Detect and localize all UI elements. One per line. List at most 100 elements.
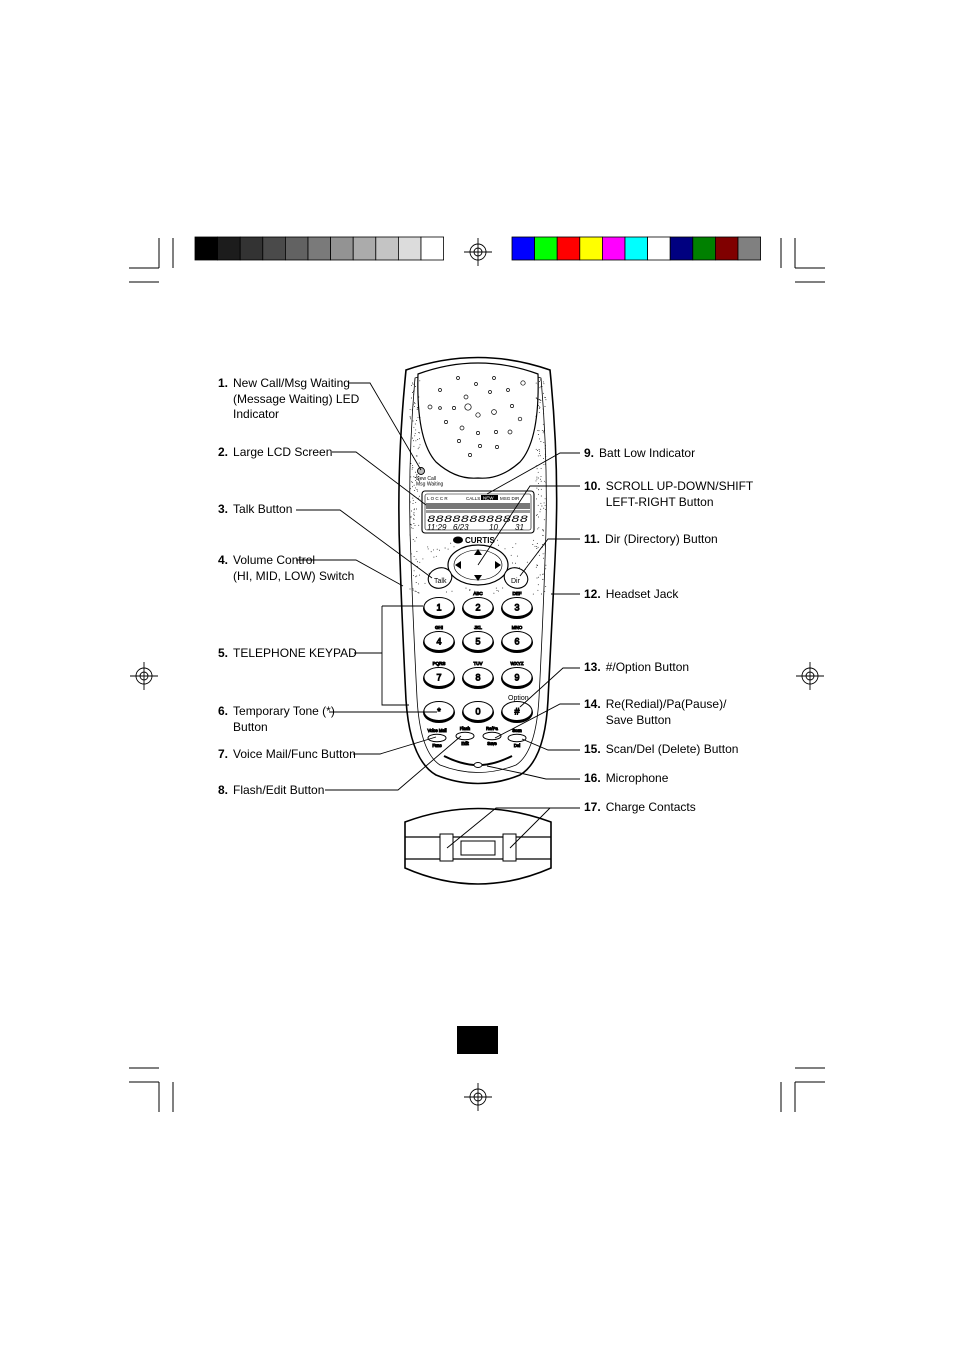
lcd-new-label: NEW (483, 496, 494, 501)
func-top-label: Flash (460, 726, 471, 731)
callout-7: 7.Voice Mail/Func Button (218, 747, 356, 761)
func-bottom-label: Del (514, 743, 520, 748)
lcd-inner (424, 493, 532, 531)
speaker-hole (475, 412, 481, 418)
key-1[interactable]: 1 (423, 597, 455, 620)
callout-4: 4.Volume Control (HI, MID, LOW) Switch (218, 553, 355, 583)
key-digit: 7 (436, 673, 441, 683)
calibration-swatch (669, 236, 694, 261)
speaker-hole (510, 404, 514, 408)
key-4[interactable]: 4 GHI (423, 625, 455, 653)
callout-17: 17.Charge Contacts (584, 800, 696, 814)
speaker-hole (438, 406, 442, 410)
key-letters: GHI (435, 625, 443, 630)
key-digit: 1 (436, 603, 441, 613)
brand-logo (453, 536, 463, 544)
option-label: Option (508, 695, 529, 702)
key-letters: PQRS (433, 661, 446, 666)
calibration-swatch (239, 236, 264, 261)
callout-9: 9.Batt Low Indicator (584, 446, 696, 460)
charge-contact-right (502, 833, 517, 862)
speaker-hole (506, 388, 510, 392)
func-top-label: Scan (512, 728, 522, 733)
lcd-msg-label: MSG DIR (500, 496, 520, 501)
callout-6: 6.Temporary Tone (*) Button (218, 704, 335, 734)
color-calibration-bar (511, 236, 762, 261)
scroll-down-icon (474, 575, 482, 581)
calibration-swatch (692, 236, 716, 261)
callout-1: 1.New Call/Msg Waiting (Message Waiting)… (218, 376, 360, 421)
func-top-label: Voice Mail (427, 728, 446, 733)
lcd-count: 10 (489, 523, 498, 532)
key-star[interactable]: * (423, 701, 455, 724)
key-digit: 9 (514, 673, 519, 683)
speaker-hole (464, 403, 472, 411)
scroll-up-icon (474, 549, 482, 555)
speaker-hole (491, 409, 497, 415)
speaker-hole (438, 388, 442, 392)
calibration-swatch (579, 236, 603, 261)
talk-label: Talk (434, 578, 447, 585)
key-7[interactable]: 7 PQRS (423, 661, 455, 689)
key-letters: ABC (473, 591, 483, 596)
speaker-hole (459, 425, 465, 431)
shift-right-icon (495, 561, 501, 569)
leader-lines (296, 382, 580, 849)
speaker-hole (488, 390, 492, 394)
speaker-hole (463, 394, 469, 400)
lcd-digits: 888888888888 (427, 514, 528, 526)
speaker-hole (474, 382, 478, 386)
calibration-swatch (420, 236, 445, 261)
lcd-top-row: L O C C R (427, 496, 448, 501)
key-9[interactable]: 9 WXYZ (501, 661, 533, 689)
func-bottom-label: Edit (461, 741, 469, 746)
speaker-hole (456, 376, 460, 380)
key-letters: WXYZ (511, 661, 524, 666)
callout-3: 3.Talk Button (218, 502, 293, 516)
calibration-swatch (534, 236, 558, 261)
key-hash[interactable]: # (501, 701, 533, 724)
registration-mark (130, 662, 158, 690)
speaker-hole (452, 406, 456, 410)
key-letters: JKL (474, 625, 482, 630)
led-label: New Call Msg Waiting (416, 476, 444, 488)
callout-8: 8.Flash/Edit Button (218, 783, 325, 797)
calibration-swatch (194, 236, 219, 261)
key-0[interactable]: 0 (462, 701, 494, 724)
registration-mark (464, 238, 492, 266)
callout-11: 11.Dir (Directory) Button (584, 532, 718, 546)
registration-mark (464, 1083, 492, 1111)
base-window (460, 840, 496, 856)
dir-label: Dir (511, 578, 521, 585)
speaker-hole (517, 416, 523, 422)
shift-left-icon (455, 561, 461, 569)
func-bottom-label: Save (487, 741, 497, 746)
key-digit: 6 (514, 637, 519, 647)
key-digit: 2 (475, 603, 480, 613)
calibration-swatch (715, 236, 739, 261)
callout-15: 15.Scan/Del (Delete) Button (584, 742, 739, 756)
key-letters: DEF (513, 591, 522, 596)
lcd-calls-label: CALLS (466, 496, 480, 501)
calibration-swatch (511, 236, 536, 261)
gray-calibration-bar (194, 236, 445, 261)
speaker-holes (427, 376, 526, 457)
charger-base (404, 807, 552, 885)
calibration-swatch (737, 236, 762, 261)
key-2[interactable]: 2 ABC (462, 591, 494, 619)
talk-button[interactable] (425, 564, 454, 591)
key-digit: 4 (436, 637, 441, 647)
speaker-hole (427, 404, 433, 410)
